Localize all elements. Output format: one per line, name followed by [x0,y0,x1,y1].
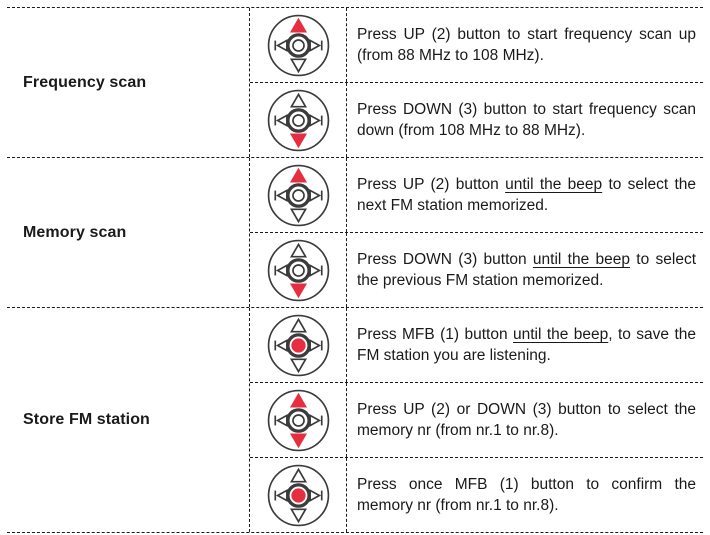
section-label: Store FM station [23,411,150,428]
table-row: Press MFB (1) button until the beep, to … [250,308,703,383]
center-ring [285,407,311,433]
center-ring [285,257,311,283]
center-ring [285,332,311,358]
down-arrow [289,132,307,148]
icon-cell [250,8,347,82]
center-ring [285,482,311,508]
down-arrow [289,357,307,373]
center-button [291,38,305,52]
table-row: Press DOWN (3) button to start frequency… [250,83,703,157]
table-row: Press once MFB (1) button to confirm the… [250,458,703,532]
dpad-up-down-red-icon [267,389,329,451]
up-arrow [289,392,307,408]
up-arrow [289,317,307,333]
instruction-text: Press MFB (1) button until the beep, to … [357,326,696,364]
text-cell: Press once MFB (1) button to confirm the… [347,458,703,532]
text-cell: Press UP (2) or DOWN (3) button to selec… [347,383,703,457]
dpad-down-red-icon [267,239,329,301]
down-arrow [289,57,307,73]
table-section: Memory scan Press UP (2) button until th… [7,158,703,308]
section-label-cell: Frequency scan [7,8,250,157]
instruction-text: Press UP (2) or DOWN (3) button to selec… [357,401,696,439]
text-cell: Press UP (2) button to start frequency s… [347,8,703,82]
down-arrow [289,507,307,523]
table-row: Press DOWN (3) button until the beep to … [250,233,703,307]
dpad-down-red-icon [267,89,329,151]
section-rows: Press UP (2) button until the beep to se… [250,158,703,307]
down-arrow [289,282,307,298]
table-row: Press UP (2) button to start frequency s… [250,8,703,83]
up-arrow [289,242,307,258]
text-cell: Press UP (2) button until the beep to se… [347,158,703,232]
instruction-text: Press DOWN (3) button until the beep to … [357,251,696,289]
instruction-text: Press once MFB (1) button to confirm the… [357,476,696,514]
text-cell: Press MFB (1) button until the beep, to … [347,308,703,382]
fm-instructions-table: Frequency scan Press UP (2) button to st… [7,7,703,533]
table-row: Press UP (2) or DOWN (3) button to selec… [250,383,703,458]
center-button [291,113,305,127]
center-button [291,188,305,202]
center-ring [285,107,311,133]
text-cell: Press DOWN (3) button until the beep to … [347,233,703,307]
instruction-text: Press UP (2) button to start frequency s… [357,26,696,64]
up-arrow [289,17,307,33]
down-arrow [289,432,307,448]
center-button [291,263,305,277]
up-arrow [289,467,307,483]
center-ring [285,182,311,208]
dpad-mfb-red-icon [267,314,329,376]
icon-cell [250,383,347,457]
section-label-cell: Memory scan [7,158,250,307]
center-button [290,337,306,353]
instruction-text: Press DOWN (3) button to start frequency… [357,101,696,139]
center-button [291,413,305,427]
icon-cell [250,83,347,157]
icon-cell [250,158,347,232]
dpad-up-red-icon [267,14,329,76]
down-arrow [289,207,307,223]
dpad-mfb-red-icon [267,464,329,526]
section-rows: Press MFB (1) button until the beep, to … [250,308,703,532]
center-ring [285,32,311,58]
table-section: Frequency scan Press UP (2) button to st… [7,8,703,158]
instruction-text: Press UP (2) button until the beep to se… [357,176,697,214]
section-label-cell: Store FM station [7,308,250,532]
section-label: Frequency scan [23,73,147,91]
section-label: Memory scan [23,223,127,241]
icon-cell [250,458,347,532]
section-rows: Press UP (2) button to start frequency s… [250,8,703,157]
text-cell: Press DOWN (3) button to start frequency… [347,83,703,157]
table-row: Press UP (2) button until the beep to se… [250,158,703,233]
up-arrow [289,92,307,108]
icon-cell [250,308,347,382]
table-section: Store FM station Press MFB (1) button un… [7,308,703,532]
icon-cell [250,233,347,307]
dpad-up-red-icon [267,164,329,226]
center-button [290,487,306,503]
up-arrow [289,167,307,183]
